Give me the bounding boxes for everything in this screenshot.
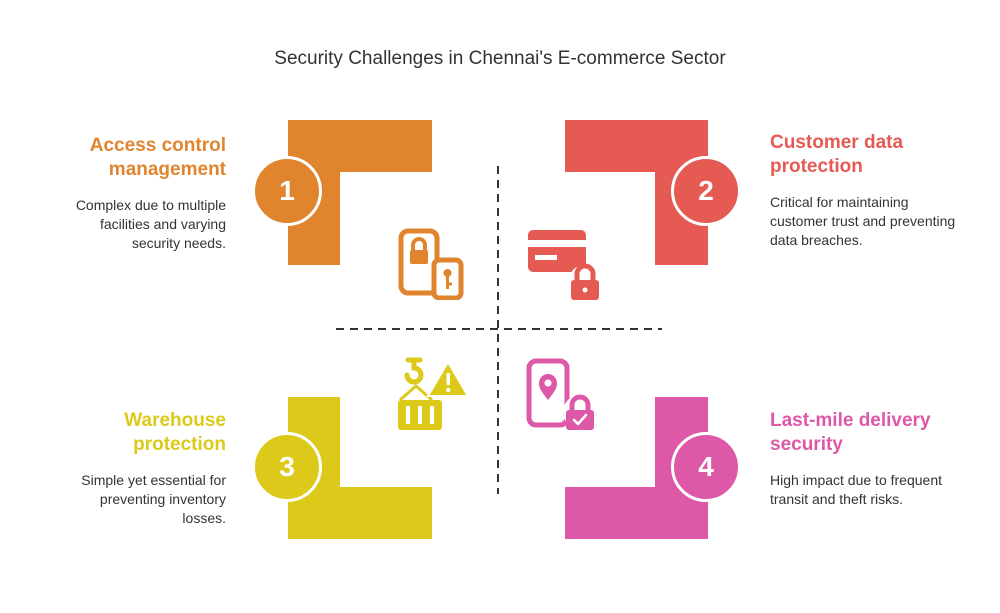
step-number-1: 1 xyxy=(279,175,295,206)
step-circle-2: 2 xyxy=(671,156,741,226)
item-title-4: Last-mile delivery security xyxy=(770,410,931,455)
step-circle-1: 1 xyxy=(252,156,322,226)
crane-warning-icon xyxy=(398,357,470,430)
step-number-3: 3 xyxy=(279,451,295,482)
item-title-3: Warehouse protection xyxy=(124,410,226,455)
vertical-divider xyxy=(497,166,499,494)
phone-lock-key-icon xyxy=(398,228,464,300)
step-circle-3: 3 xyxy=(252,432,322,502)
step-number-2: 2 xyxy=(698,175,714,206)
item-description-1: Complex due to multiple facilities and v… xyxy=(75,197,226,251)
horizontal-divider xyxy=(336,328,662,330)
elbow-shape-2 xyxy=(565,120,708,265)
step-circle-4: 4 xyxy=(671,432,741,502)
elbow-shape-4 xyxy=(565,397,708,539)
item-description-4: High impact due to frequent transit and … xyxy=(770,472,942,507)
phone-location-lock-icon xyxy=(526,358,597,430)
step-number-4: 4 xyxy=(698,451,714,482)
elbow-shape-3 xyxy=(288,397,432,539)
card-lock-icon xyxy=(528,230,602,300)
item-description-2: Critical for maintaining customer trust … xyxy=(770,194,956,248)
item-description-3: Simple yet essential for preventing inve… xyxy=(81,472,226,526)
item-title-2: Customer data protection xyxy=(770,132,904,177)
page-title: Security Challenges in Chennai's E-comme… xyxy=(274,48,726,69)
elbow-shape-1 xyxy=(288,120,432,265)
item-title-1: Access control management xyxy=(89,135,226,180)
